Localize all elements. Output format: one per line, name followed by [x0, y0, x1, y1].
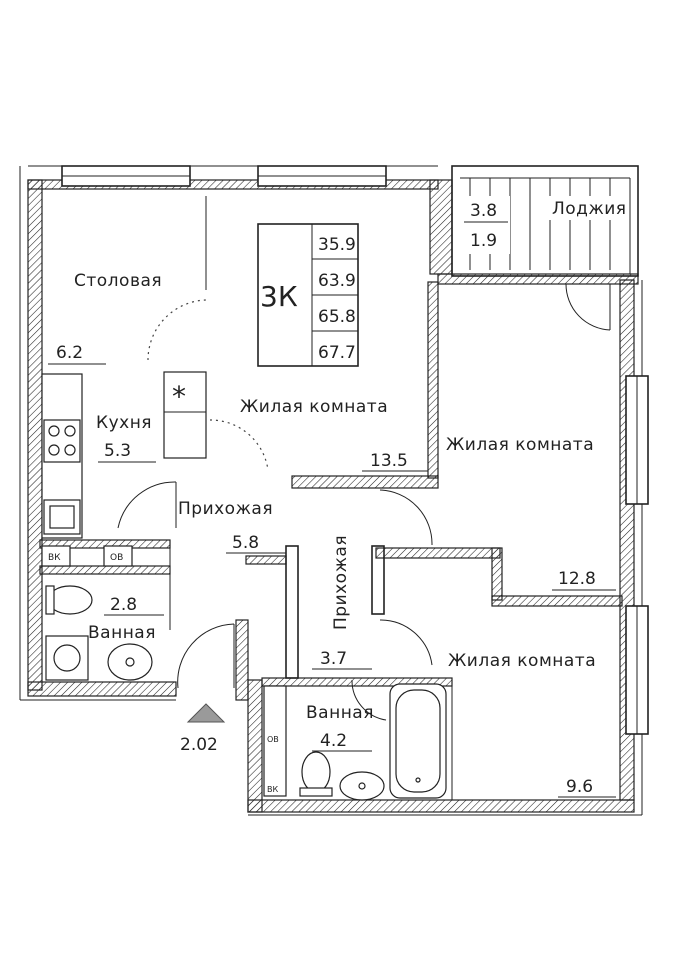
svg-text:ВК: ВК — [48, 553, 61, 563]
area-with-loggia-reduced: 65.8 — [318, 307, 356, 327]
doors — [117, 283, 611, 721]
room-name-hall-vertical: Прихожая — [331, 535, 351, 630]
room-name-hall-main: Прихожая — [178, 499, 273, 519]
room-name-kitchen: Кухня — [96, 413, 152, 433]
meter-ov-left — [103, 545, 133, 567]
room-area-bath-left: 2.8 — [110, 595, 137, 615]
entrance-triangle-icon — [186, 703, 226, 723]
fridge-icon — [163, 371, 207, 459]
room-area-hall-main: 5.8 — [232, 533, 259, 553]
svg-text:ОВ: ОВ — [267, 735, 279, 744]
loggia-area-full: 3.8 — [470, 201, 497, 221]
outer-walls — [19, 165, 649, 816]
stove-icon — [43, 419, 81, 463]
room-name-bath-left: Ванная — [88, 623, 156, 643]
interior-walls — [39, 196, 623, 800]
room-area-living-right-bottom: 9.6 — [566, 777, 593, 797]
room-area-living-right-top: 12.8 — [558, 569, 596, 589]
room-name-living-right-bottom: Жилая комната — [448, 651, 596, 671]
bath-right-fixtures: ОВ ВК — [263, 683, 447, 801]
room-name-bath-right: Ванная — [306, 703, 374, 723]
room-area-hall-vertical: 3.7 — [320, 649, 347, 669]
area-living: 35.9 — [318, 235, 356, 255]
room-area-living-main: 13.5 — [370, 451, 408, 471]
room-area-kitchen: 5.3 — [104, 441, 131, 461]
utility-shaft — [263, 685, 287, 797]
entrance-level: 2.02 — [180, 735, 218, 755]
svg-text:ВК: ВК — [267, 785, 278, 794]
room-labels: Столовая 6.2 Кухня 5.3 Жилая комната 13.… — [48, 196, 627, 798]
entrance-mark: 2.02 — [180, 703, 226, 755]
room-name-loggia: Лоджия — [552, 199, 627, 219]
loggia-area-reduced: 1.9 — [470, 231, 497, 251]
room-name-living-right-top: Жилая комната — [446, 435, 594, 455]
svg-text:ОВ: ОВ — [110, 553, 123, 563]
room-area-bath-right: 4.2 — [320, 731, 347, 751]
room-area-dining: 6.2 — [56, 343, 83, 363]
meter-vk-left — [41, 545, 71, 567]
room-name-dining: Столовая — [74, 271, 162, 291]
area-summary-table: 3К 35.9 63.9 65.8 67.7 — [257, 223, 359, 367]
area-general: 63.9 — [318, 271, 356, 291]
kitchen-fixtures: * — [41, 371, 207, 539]
room-name-living-main: Жилая комната — [240, 397, 388, 417]
fridge-mark-icon: * — [172, 380, 186, 413]
toilet-icon-2 — [301, 751, 331, 793]
area-with-loggia-full: 67.7 — [318, 343, 356, 363]
apartment-type: 3К — [260, 280, 298, 313]
bath-left-fixtures: ВК ОВ — [41, 545, 153, 681]
